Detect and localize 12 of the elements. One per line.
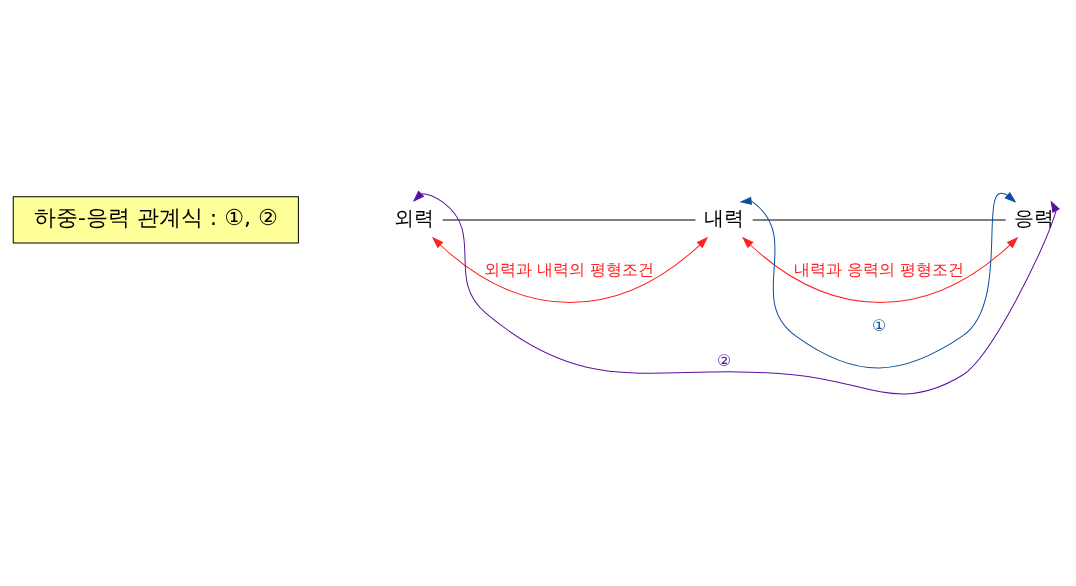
node-box: 하중-응력 관계식 : ①, ②	[12, 195, 299, 243]
node-text: 내력	[704, 205, 745, 230]
arrow	[432, 236, 708, 303]
arrow	[742, 236, 1018, 303]
edge-label: 외력과 내력의 평형조건	[483, 259, 655, 279]
node-text: 외력	[393, 205, 434, 230]
edge-label: ②	[716, 350, 732, 370]
node-text: 응력	[1014, 205, 1055, 230]
edge-label: 내력과 응력의 평형조건	[794, 259, 965, 279]
arrow	[413, 190, 1060, 394]
edge-label: ①	[871, 315, 887, 335]
arrow	[740, 191, 1016, 369]
